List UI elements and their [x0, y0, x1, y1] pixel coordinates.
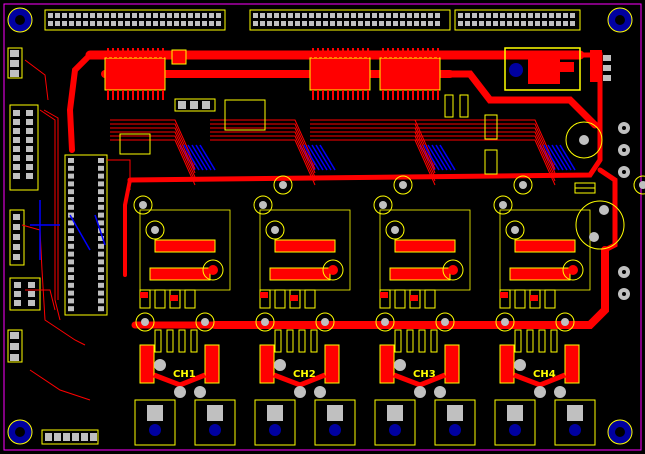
board-outline: [3, 3, 642, 451]
channel-label: CH4: [533, 369, 556, 380]
signal-bundles: [110, 119, 576, 186]
mounting-holes: [7, 7, 633, 445]
channel-block: CH4: [493, 175, 645, 446]
channel-blocks: CH1 CH2 CH3 CH4: [133, 175, 645, 446]
channel-label: CH1: [173, 369, 196, 380]
bottom-layer-traces: [30, 200, 106, 260]
dip-pins: [68, 158, 104, 312]
left-header-pins: [13, 110, 97, 441]
channel-block: CH2: [253, 175, 413, 446]
microcontroller-dip: [64, 154, 108, 316]
top-header-connector: [44, 9, 581, 31]
bulk-capacitors: [565, 121, 625, 250]
left-connectors: [7, 47, 99, 445]
voltage-regulator: [504, 47, 611, 91]
right-terminals: [618, 122, 630, 300]
header-pins: [48, 13, 575, 26]
top-ic-row: [104, 49, 441, 91]
channel-label: CH3: [413, 369, 436, 380]
channel-block: CH3: [373, 175, 533, 446]
channel-label: CH2: [293, 369, 316, 380]
misc-components: [119, 94, 498, 175]
channel-block: CH1: [133, 175, 293, 446]
signal-traces-left: [21, 59, 131, 401]
ic-pins: [107, 48, 439, 100]
